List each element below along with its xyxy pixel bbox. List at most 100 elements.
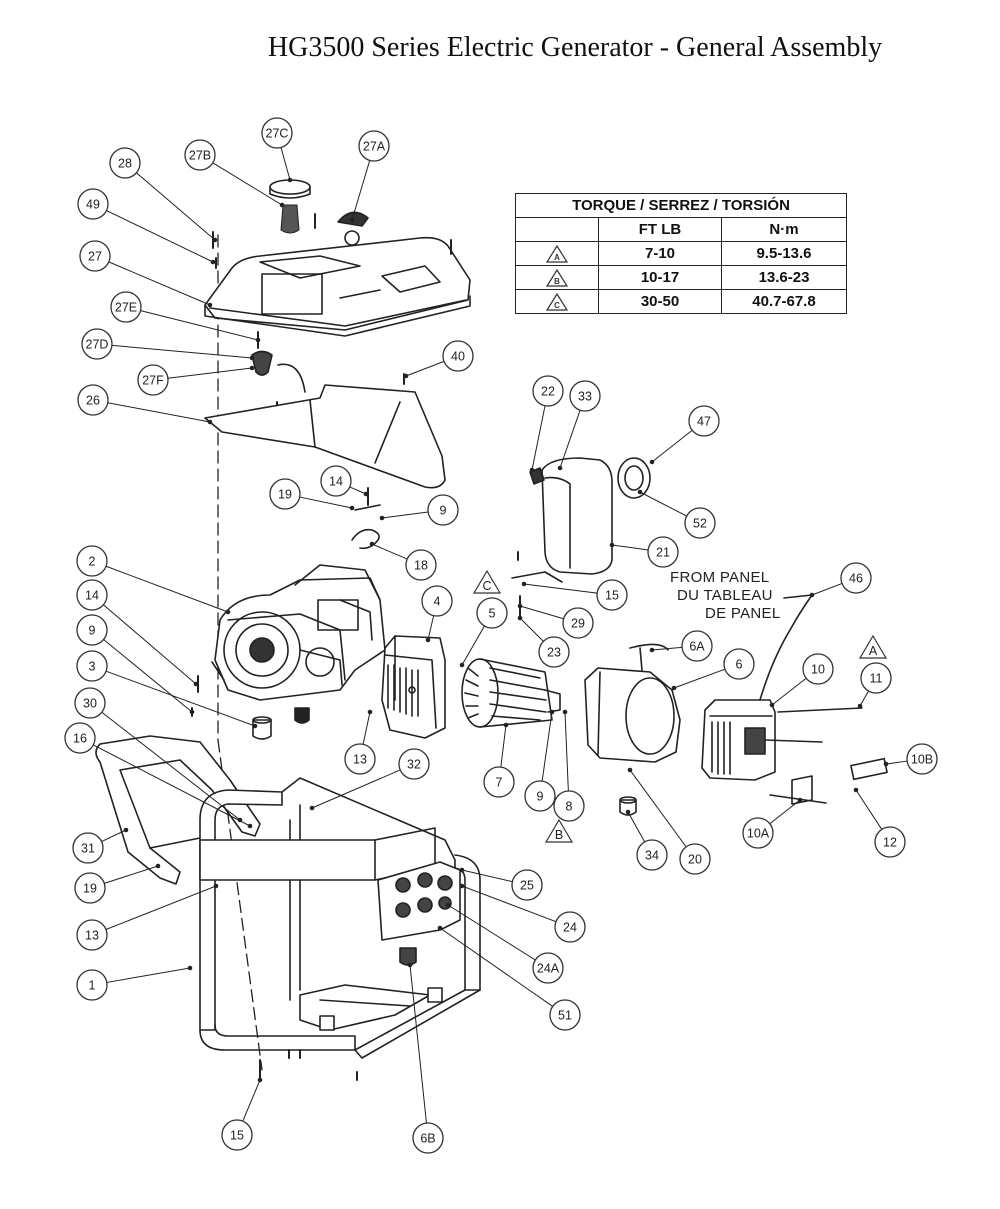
- part-callout-19: 19: [269, 478, 301, 510]
- callout-circle: [476, 597, 508, 629]
- torque-symbol-cell: C: [515, 289, 599, 314]
- callout-label: 15: [230, 1129, 244, 1143]
- callout-circle: [553, 790, 585, 822]
- triangle-icon: [544, 818, 574, 843]
- leader-dot: [627, 767, 633, 773]
- part-callout-10: 10: [802, 653, 834, 685]
- callout-label: 26: [86, 394, 100, 408]
- callout-leader: [371, 543, 408, 560]
- callout-circle: [679, 843, 711, 875]
- callout-circle: [76, 614, 108, 646]
- part-callout-13: 13: [344, 743, 376, 775]
- callout-label: 22: [541, 385, 555, 399]
- callout-label: 2: [89, 555, 96, 569]
- callout-circle: [79, 240, 111, 272]
- callout-circle: [860, 662, 892, 694]
- part-callout-3: 3: [76, 650, 108, 682]
- callout-circle: [76, 919, 108, 951]
- torque-symbol-cell: B: [515, 265, 599, 290]
- callout-circle: [511, 869, 543, 901]
- part-callout-22: 22: [532, 375, 564, 407]
- callout-label: 46: [849, 572, 863, 586]
- triangle-c-icon: C: [546, 292, 568, 311]
- leader-dot: [521, 581, 527, 587]
- callout-label: 32: [407, 758, 421, 772]
- callout-leader: [103, 639, 193, 713]
- part-callout-9: 9: [76, 614, 108, 646]
- part-callout-4: 4: [421, 585, 453, 617]
- part-callout-27b: 27B: [184, 139, 216, 171]
- svg-text:C: C: [554, 301, 560, 310]
- callout-label: 1: [89, 979, 96, 993]
- callout-leader: [409, 964, 427, 1124]
- callout-circle: [681, 630, 713, 662]
- leader-dot: [459, 867, 465, 873]
- leader-dot: [649, 459, 655, 465]
- callout-label: 25: [520, 879, 534, 893]
- part-callout-19: 19: [74, 872, 106, 904]
- callout-circle: [684, 507, 716, 539]
- torque-symbol-cell: A: [515, 241, 599, 266]
- callout-label: 34: [645, 849, 659, 863]
- page-title: HG3500 Series Electric Generator - Gener…: [267, 32, 883, 63]
- callout-circle: [405, 549, 437, 581]
- leader-dot: [247, 823, 253, 829]
- callout-circle: [76, 969, 108, 1001]
- callout-circle: [688, 405, 720, 437]
- leader-dot: [557, 465, 563, 471]
- leader-dot: [212, 237, 218, 243]
- torque-markers: CAB: [472, 569, 888, 843]
- part-callout-13: 13: [76, 919, 108, 951]
- part-callout-27: 27: [79, 240, 111, 272]
- col-header-nm: N·m: [721, 217, 847, 242]
- part-callout-20: 20: [679, 843, 711, 875]
- through-bolts: [764, 707, 863, 743]
- part-callout-15: 15: [221, 1119, 253, 1151]
- leader-dot: [883, 761, 889, 767]
- callout-leader: [107, 402, 211, 423]
- part-callout-10a: 10A: [742, 817, 774, 849]
- callout-leader: [611, 544, 649, 551]
- callout-leader: [351, 160, 371, 221]
- part-callout-10b: 10B: [906, 743, 938, 775]
- callout-leader: [140, 310, 259, 341]
- stator-housing: [584, 643, 681, 763]
- callout-circle: [532, 375, 564, 407]
- leader-dot: [349, 505, 355, 511]
- callout-leader: [859, 690, 869, 707]
- callout-circle: [742, 817, 774, 849]
- callout-circle: [538, 636, 570, 668]
- part-callout-28: 28: [109, 147, 141, 179]
- callout-circle: [412, 1122, 444, 1154]
- leader-dot: [769, 702, 775, 708]
- callout-label: 13: [353, 753, 367, 767]
- part-callout-40: 40: [442, 340, 474, 372]
- torque-table-header: TORQUE / SERREZ / TORSIÓN: [515, 193, 847, 218]
- part-callout-2: 2: [76, 545, 108, 577]
- callout-leader: [311, 769, 401, 809]
- callout-leader: [639, 491, 687, 517]
- part-callout-24: 24: [554, 911, 586, 943]
- leader-dot: [225, 609, 231, 615]
- callout-circle: [74, 687, 106, 719]
- callout-circle: [269, 478, 301, 510]
- callout-leader: [461, 885, 557, 923]
- callout-circle: [398, 748, 430, 780]
- leader-dot: [155, 863, 161, 869]
- leader-dot: [649, 647, 655, 653]
- callout-leader: [108, 261, 211, 306]
- leader-dot: [257, 1077, 263, 1083]
- engine: [211, 564, 386, 701]
- callout-leader: [167, 367, 253, 379]
- leader-dot: [437, 925, 443, 931]
- callout-circle: [64, 722, 96, 754]
- part-callout-47: 47: [688, 405, 720, 437]
- callout-circle: [802, 653, 834, 685]
- callout-label: 27D: [86, 338, 109, 352]
- callout-label: 5: [489, 607, 496, 621]
- part-callout-29: 29: [562, 607, 594, 639]
- torque-nm-cell: 13.6-23: [721, 265, 847, 290]
- torque-row: B 10-17 13.6-23: [515, 265, 847, 290]
- torque-marker-a: A: [858, 634, 888, 659]
- callout-leader: [461, 869, 513, 883]
